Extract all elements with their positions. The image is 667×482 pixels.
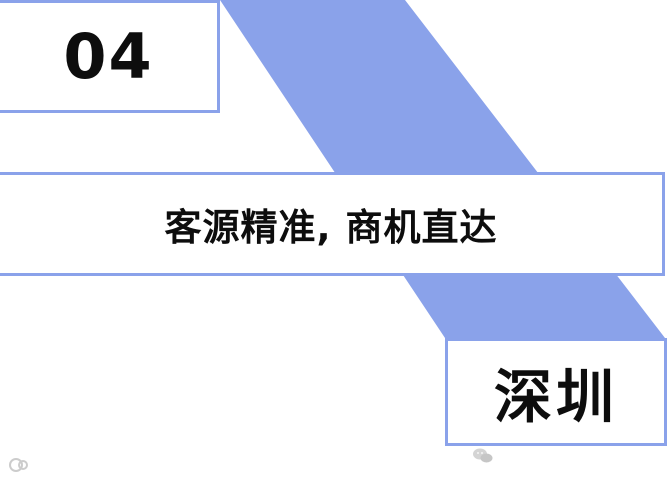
city-badge: 深圳 — [445, 338, 667, 446]
logo-icon — [9, 458, 28, 472]
section-number: 04 — [63, 20, 154, 93]
headline-banner: 客源精准, 商机直达 — [0, 172, 665, 276]
watermark-right — [472, 447, 494, 465]
watermark-left — [8, 457, 30, 473]
wechat-icon — [473, 448, 493, 463]
headline-text: 客源精准, 商机直达 — [164, 206, 498, 249]
city-name: 深圳 — [493, 363, 618, 431]
number-badge: 04 — [0, 0, 220, 113]
